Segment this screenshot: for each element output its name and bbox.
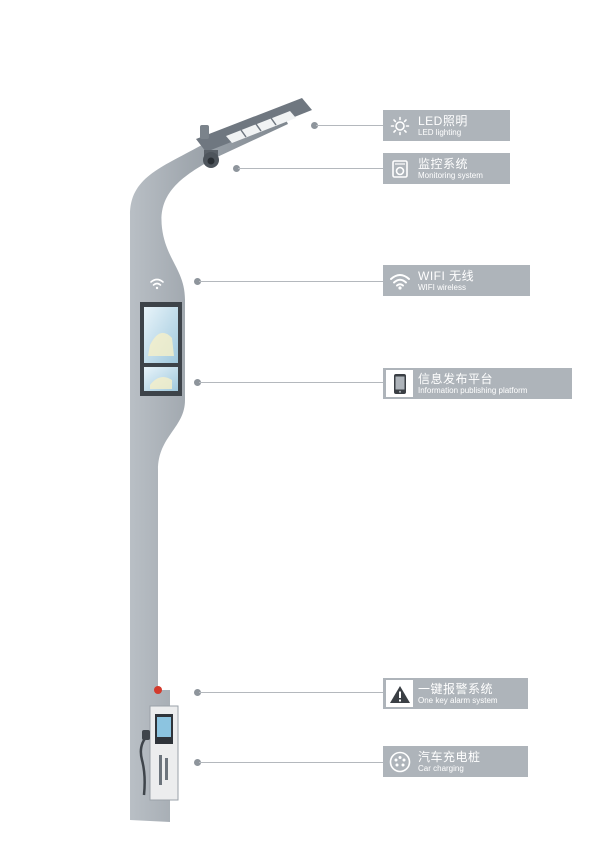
feature-label-info: 信息发布平台 Information publishing platform [383, 368, 572, 399]
sun-icon [386, 112, 413, 139]
feature-subtitle: One key alarm system [418, 695, 498, 705]
feature-title: LED照明 [418, 113, 468, 128]
leader-line-info [199, 382, 383, 383]
feature-subtitle: LED lighting [418, 127, 462, 137]
feature-title: 汽车充电桩 [418, 749, 481, 764]
info-screen [140, 302, 182, 396]
feature-title: 一键报警系统 [418, 681, 494, 696]
leader-line-monitoring [238, 168, 383, 169]
charging-icon [386, 748, 413, 775]
feature-title: 监控系统 [418, 156, 469, 171]
charging-station [139, 705, 179, 801]
anchor-dot-charging [194, 759, 201, 766]
phone-screen-icon [386, 370, 413, 397]
feature-subtitle: Information publishing platform [418, 385, 528, 395]
leader-line-wifi [199, 281, 383, 282]
pole-wifi-icon [150, 278, 164, 290]
feature-label-led: LED照明 LED lighting [383, 110, 510, 141]
feature-label-monitoring: 监控系统 Monitoring system [383, 153, 510, 184]
top-knob [200, 125, 209, 139]
feature-subtitle: Monitoring system [418, 170, 483, 180]
warning-icon [386, 680, 413, 707]
leader-line-alarm [199, 692, 383, 693]
feature-label-alarm: 一键报警系统 One key alarm system [383, 678, 528, 709]
feature-label-charging: 汽车充电桩 Car charging [383, 746, 528, 777]
alarm-button [154, 686, 162, 694]
monitor-camera-icon [386, 155, 413, 182]
camera-dome [203, 150, 219, 168]
anchor-dot-monitoring [233, 165, 240, 172]
leader-line-led [316, 125, 383, 126]
wifi-icon [386, 267, 413, 294]
anchor-dot-alarm [194, 689, 201, 696]
feature-label-wifi: WIFI 无线 WIFI wireless [383, 265, 530, 296]
leader-line-charging [199, 762, 383, 763]
anchor-dot-led [311, 122, 318, 129]
feature-title: WIFI 无线 [418, 268, 475, 283]
feature-title: 信息发布平台 [418, 371, 494, 386]
feature-subtitle: Car charging [418, 763, 464, 773]
feature-subtitle: WIFI wireless [418, 282, 466, 292]
anchor-dot-info [194, 379, 201, 386]
pole-body [130, 112, 288, 822]
lamp-head [196, 98, 312, 152]
anchor-dot-wifi [194, 278, 201, 285]
